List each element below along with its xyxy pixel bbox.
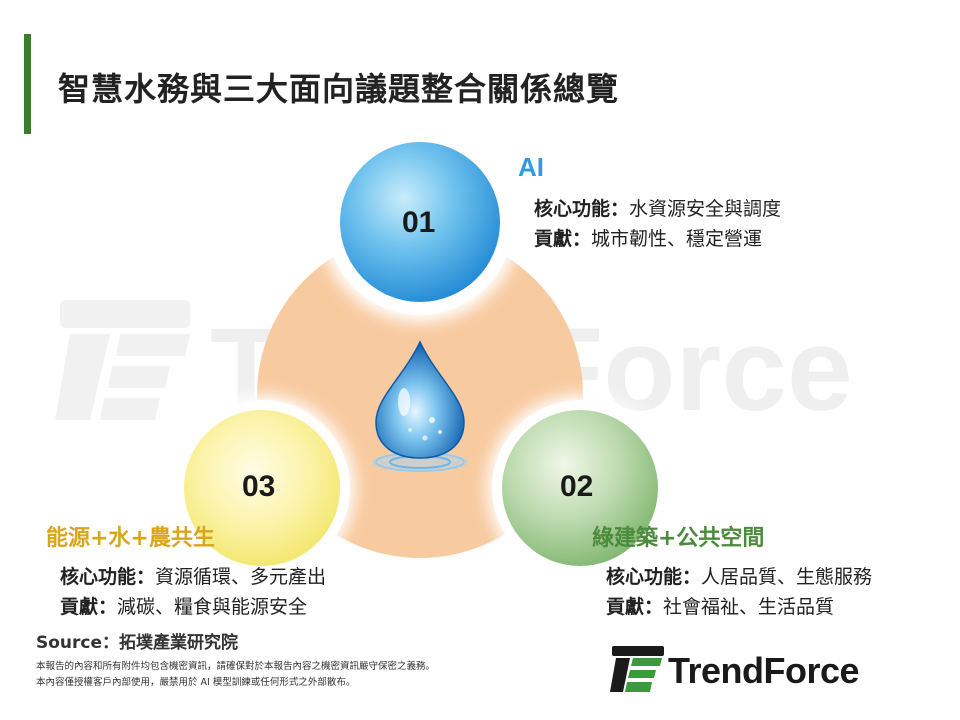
node-heading-ai: AI [518,152,544,182]
node-02-contrib: 貢獻：社會福祉、生活品質 [606,592,834,619]
core-label: 核心功能： [606,566,702,588]
core-label: 核心功能： [534,198,630,220]
circle-green-building [502,410,658,566]
node-heading-green-building: 綠建築+公共空間 [592,526,765,551]
core-value: 水資源安全與調度 [629,198,782,220]
contrib-value: 社會福祉、生活品質 [663,596,835,618]
node-02-core: 核心功能：人居品質、生態服務 [606,562,872,589]
node-number-02: 02 [560,470,594,503]
core-value: 人居品質、生態服務 [701,566,873,588]
disclaimer-line-1: 本報告的內容和所有附件均包含機密資訊，請確保對於本報告內容之機密資訊嚴守保密之義… [36,661,436,672]
circle-ai [340,142,500,302]
trendforce-logo-text: TrendForce [668,650,860,691]
node-number-01: 01 [402,206,436,239]
contrib-label: 貢獻： [60,596,118,618]
title-accent-bar [24,34,31,134]
node-01-contrib: 貢獻：城市韌性、穩定營運 [534,224,762,251]
node-heading-energy-water: 能源+水+農共生 [46,526,215,551]
source-note: Source：拓墣產業研究院 [36,633,239,653]
water-drop-icon [372,340,468,472]
contrib-value: 城市韌性、穩定營運 [591,228,763,250]
core-value: 資源循環、多元產出 [155,566,327,588]
node-03-contrib: 貢獻：減碳、糧食與能源安全 [60,592,307,619]
disclaimer-line-2: 本內容僅授權客戶內部使用，嚴禁用於 AI 模型訓練或任何形式之外部散布。 [36,677,356,688]
core-label: 核心功能： [60,566,156,588]
node-03-core: 核心功能：資源循環、多元產出 [60,562,326,589]
node-number-03: 03 [242,470,276,503]
trendforce-logo-icon [610,646,664,692]
circle-energy-water [184,410,340,566]
node-01-core: 核心功能：水資源安全與調度 [534,194,781,221]
contrib-label: 貢獻： [534,228,592,250]
page-title: 智慧水務與三大面向議題整合關係總覽 [58,70,620,108]
contrib-value: 減碳、糧食與能源安全 [117,596,308,618]
contrib-label: 貢獻： [606,596,664,618]
